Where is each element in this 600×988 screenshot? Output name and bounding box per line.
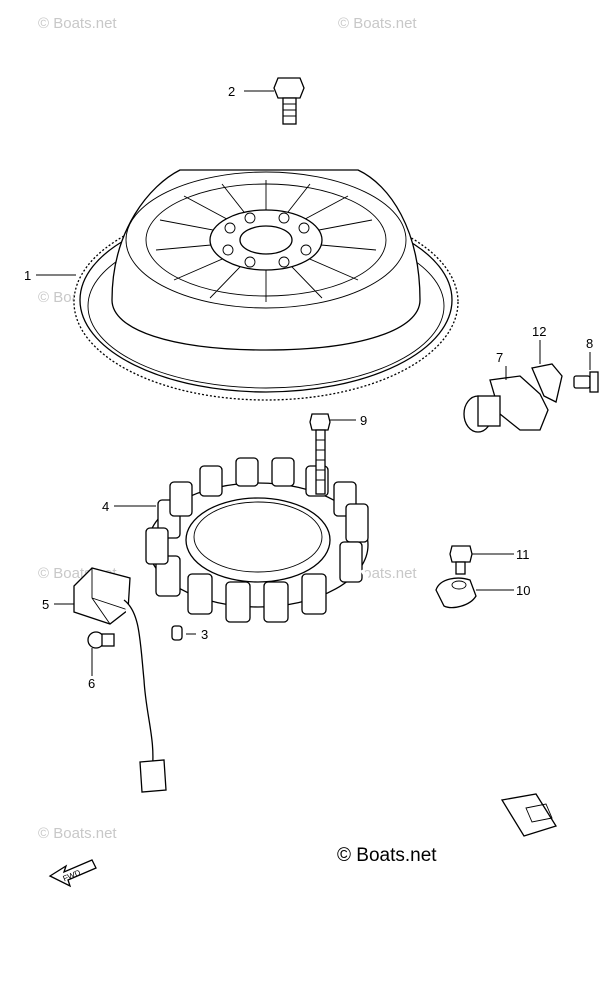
callout-10: 10 xyxy=(516,583,530,598)
callout-numbers: 2 1 3 4 5 6 7 8 9 10 11 12 xyxy=(24,84,593,691)
copyright-notice: © Boats.net xyxy=(337,845,437,866)
screw-6-part xyxy=(87,631,115,649)
watermark-text: © Boats.net xyxy=(338,15,417,32)
flywheel-bolt-holes xyxy=(222,212,312,268)
bolt-part xyxy=(273,77,305,125)
callout-6: 6 xyxy=(88,676,95,691)
sensor-part xyxy=(463,375,549,433)
callout-11: 11 xyxy=(516,547,530,562)
callout-3: 3 xyxy=(201,627,208,642)
stator-part xyxy=(145,457,369,623)
bolt-9-part xyxy=(309,413,331,495)
callout-7: 7 xyxy=(496,350,503,365)
callout-8: 8 xyxy=(586,336,593,351)
clamp-part xyxy=(435,577,477,609)
stator-coils xyxy=(145,457,369,623)
callout-2: 2 xyxy=(228,84,235,99)
pulser-coil-part xyxy=(73,567,167,793)
flywheel-part xyxy=(73,169,459,401)
dowel-pin-part xyxy=(171,625,183,641)
fwd-arrow-icon: FWD xyxy=(48,859,97,888)
leader-lines xyxy=(36,90,591,676)
bracket-part xyxy=(531,363,563,403)
watermark-text: © Boats.net xyxy=(38,15,117,32)
stator-harness xyxy=(360,569,557,837)
watermark-text: © Boats.net xyxy=(38,825,117,842)
callout-5: 5 xyxy=(42,597,49,612)
callout-9: 9 xyxy=(360,413,367,428)
watermark-layer: © Boats.net © Boats.net © Boats.net © Bo… xyxy=(38,15,417,842)
callout-1: 1 xyxy=(24,268,31,283)
screw-8-part xyxy=(573,371,599,393)
bolt-11-part xyxy=(449,545,473,575)
callout-12: 12 xyxy=(532,324,546,339)
callout-4: 4 xyxy=(102,499,109,514)
